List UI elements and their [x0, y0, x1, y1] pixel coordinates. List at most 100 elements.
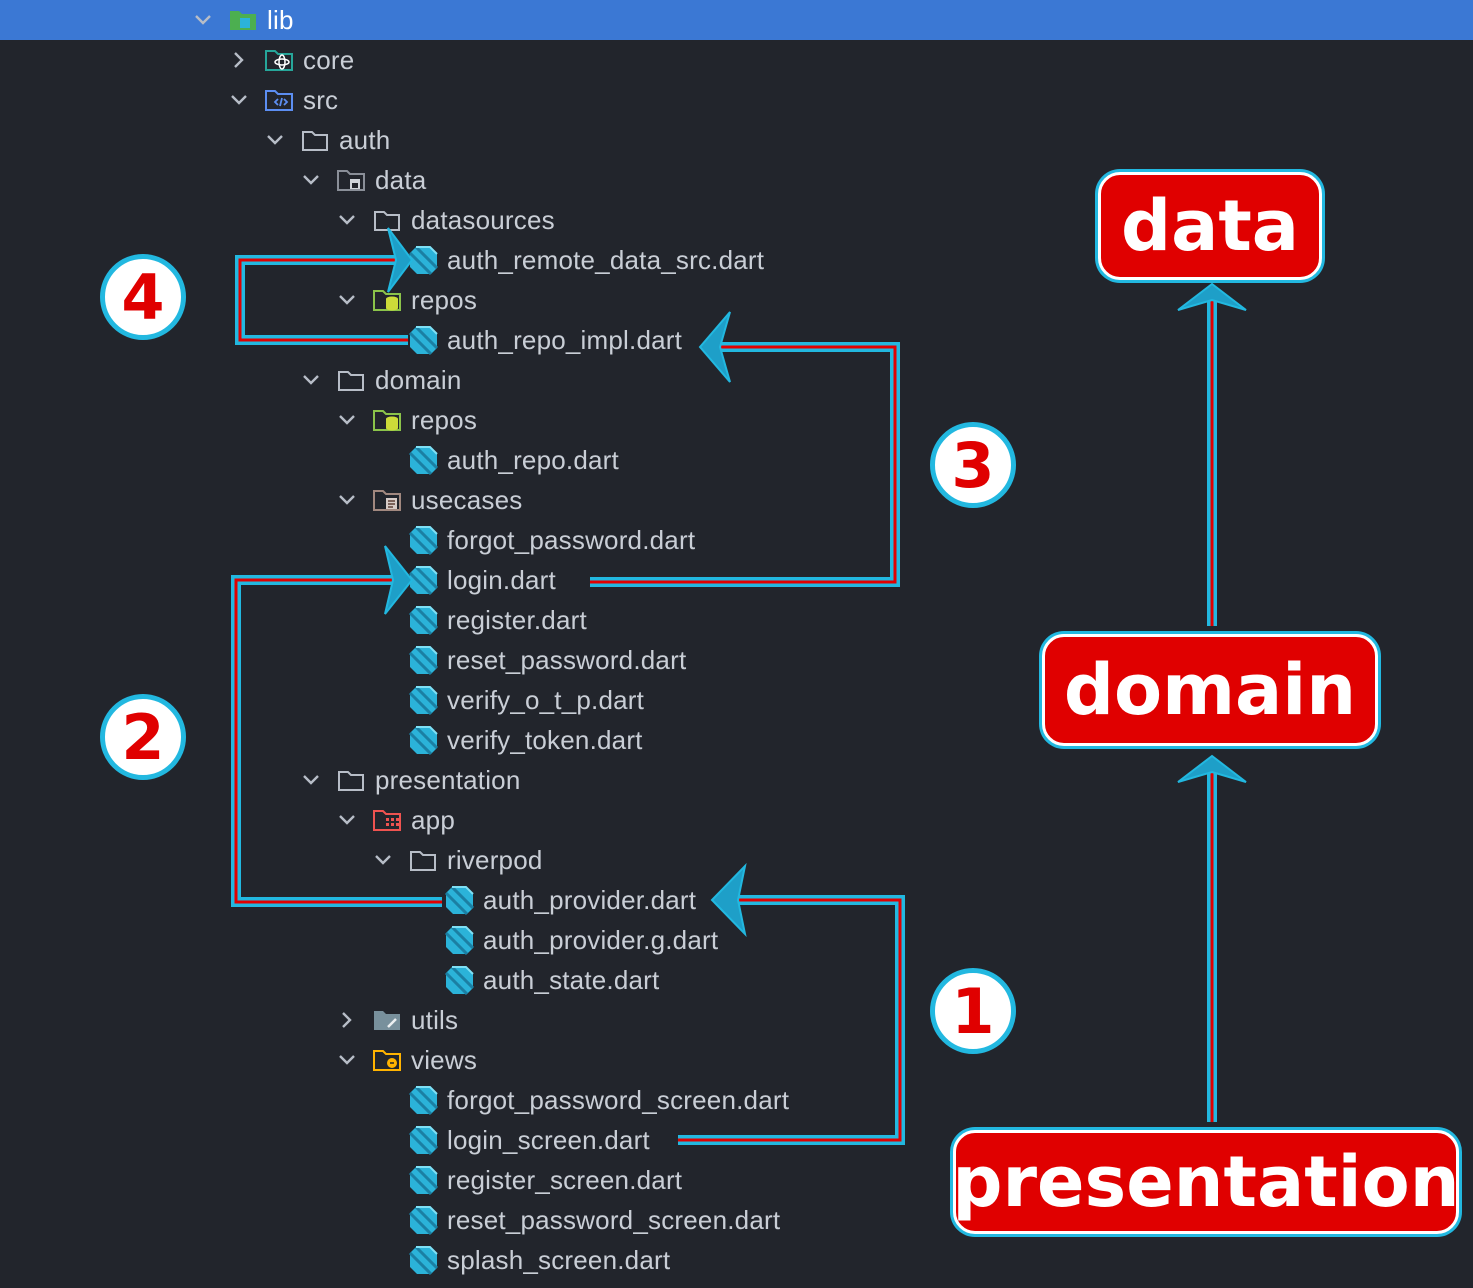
chevron-down-icon[interactable] [336, 209, 358, 231]
arrow-step-4 [238, 258, 408, 342]
tree-item-label: presentation [375, 765, 521, 795]
layer-label-domain: domain [1042, 634, 1378, 746]
chevron-down-icon[interactable] [336, 489, 358, 511]
tree-item-label: data [375, 165, 427, 195]
tree-folder-row[interactable]: core [0, 40, 1473, 80]
tree-folder-row[interactable]: src [0, 80, 1473, 120]
chevron-right-icon[interactable] [228, 49, 250, 71]
tree-file-row[interactable]: auth_state.dart [0, 960, 1473, 1000]
tree-folder-row[interactable]: presentation [0, 760, 1473, 800]
dart-file-icon [408, 445, 438, 475]
dart-file-icon [444, 925, 474, 955]
tree-folder-row[interactable]: auth [0, 120, 1473, 160]
dart-file-icon [408, 245, 438, 275]
tree-folder-row[interactable]: views [0, 1040, 1473, 1080]
tree-item-label: utils [411, 1005, 459, 1035]
step-badge-4: 4 [100, 254, 186, 340]
folder-views-icon [372, 1046, 402, 1074]
folder-core-icon [264, 46, 294, 74]
tree-item-label: auth_repo.dart [447, 445, 619, 475]
tree-folder-row[interactable]: domain [0, 360, 1473, 400]
dart-file-icon [408, 1205, 438, 1235]
chevron-down-icon[interactable] [300, 169, 322, 191]
arrowhead-to-domain [1177, 754, 1247, 783]
chevron-down-icon[interactable] [228, 89, 250, 111]
tree-file-row[interactable]: auth_repo.dart [0, 440, 1473, 480]
tree-item-label: lib [267, 5, 294, 35]
tree-file-row[interactable]: forgot_password_screen.dart [0, 1080, 1473, 1120]
dart-file-icon [408, 525, 438, 555]
arrow-step-1 [678, 895, 905, 1145]
arrowhead-step-3 [698, 311, 731, 383]
tree-file-row[interactable]: register_screen.dart [0, 1160, 1473, 1200]
tree-item-label: repos [411, 285, 478, 315]
chevron-down-icon[interactable] [192, 9, 214, 31]
tree-item-label: domain [375, 365, 462, 395]
chevron-down-icon[interactable] [336, 1049, 358, 1071]
tree-file-row[interactable]: splash_screen.dart [0, 1240, 1473, 1280]
tree-item-label: splash_screen.dart [447, 1245, 671, 1275]
arrowhead-step-1 [710, 862, 747, 938]
chevron-down-icon[interactable] [372, 849, 394, 871]
folder-repos-icon [372, 406, 402, 434]
tree-folder-row[interactable]: riverpod [0, 840, 1473, 880]
tree-file-row[interactable]: login_screen.dart [0, 1120, 1473, 1160]
tree-file-row[interactable]: reset_password.dart [0, 640, 1473, 680]
tree-folder-row[interactable]: usecases [0, 480, 1473, 520]
tree-item-label: auth_remote_data_src.dart [447, 245, 765, 275]
chevron-down-icon[interactable] [300, 769, 322, 791]
tree-folder-row[interactable]: app [0, 800, 1473, 840]
dart-file-icon [408, 1125, 438, 1155]
folder-lib-icon [228, 6, 258, 34]
tree-folder-row[interactable]: repos [0, 400, 1473, 440]
chevron-down-icon[interactable] [264, 129, 286, 151]
folder-app-icon [372, 806, 402, 834]
tree-file-row[interactable]: forgot_password.dart [0, 520, 1473, 560]
arrowhead-step-4 [387, 227, 414, 293]
tree-file-row[interactable]: auth_repo_impl.dart [0, 320, 1473, 360]
chevron-down-icon[interactable] [336, 289, 358, 311]
dart-file-icon [408, 325, 438, 355]
dart-file-icon [408, 685, 438, 715]
tree-file-row[interactable]: reset_password_screen.dart [0, 1200, 1473, 1240]
tree-item-label: usecases [411, 485, 523, 515]
dart-file-icon [408, 1085, 438, 1115]
arrow-step-1 [678, 898, 902, 1142]
tree-file-row[interactable]: auth_remote_data_src.dart [0, 240, 1473, 280]
tree-folder-row[interactable]: data [0, 160, 1473, 200]
step-badge-1: 1 [930, 968, 1016, 1054]
tree-file-row[interactable]: auth_provider.dart [0, 880, 1473, 920]
tree-file-row[interactable]: verify_token.dart [0, 720, 1473, 760]
layer-label-data: data [1098, 172, 1322, 280]
chevron-down-icon[interactable] [336, 409, 358, 431]
tree-folder-row[interactable]: lib [0, 0, 1473, 40]
tree-folder-row[interactable]: repos [0, 280, 1473, 320]
dart-file-icon [408, 1165, 438, 1195]
chevron-down-icon[interactable] [336, 809, 358, 831]
tree-item-label: auth [339, 125, 391, 155]
tree-folder-row[interactable]: datasources [0, 200, 1473, 240]
dart-file-icon [408, 565, 438, 595]
tree-item-label: verify_token.dart [447, 725, 643, 755]
step-badge-3: 3 [930, 422, 1016, 508]
tree-folder-row[interactable]: utils [0, 1000, 1473, 1040]
tree-file-row[interactable]: login.dart [0, 560, 1473, 600]
dart-file-icon [408, 645, 438, 675]
chevron-down-icon[interactable] [300, 369, 322, 391]
arrowhead-to-data [1177, 282, 1247, 311]
dart-file-icon [444, 965, 474, 995]
arrow-step-4 [235, 255, 408, 345]
step-badge-2: 2 [100, 694, 186, 780]
tree-item-label: login_screen.dart [447, 1125, 650, 1155]
tree-item-label: src [303, 85, 339, 115]
tree-file-row[interactable]: verify_o_t_p.dart [0, 680, 1473, 720]
folder-utils-icon [372, 1006, 402, 1034]
folder-usecases-icon [372, 486, 402, 514]
tree-item-label: login.dart [447, 565, 556, 595]
tree-file-row[interactable]: register.dart [0, 600, 1473, 640]
arrow-step-2 [234, 578, 442, 904]
chevron-right-icon[interactable] [336, 1009, 358, 1031]
dart-file-icon [444, 885, 474, 915]
tree-file-row[interactable]: auth_provider.g.dart [0, 920, 1473, 960]
